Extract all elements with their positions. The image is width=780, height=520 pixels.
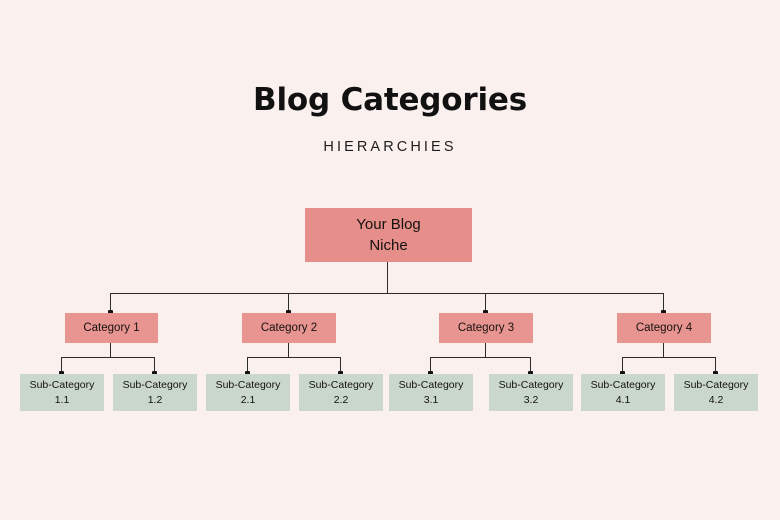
subcategory-node-2-1[interactable]: Sub-Category 2.1 bbox=[206, 374, 290, 411]
subcategory-stem-connector-2 bbox=[288, 343, 290, 358]
subcategory-label-line2-1-2: 1.2 bbox=[147, 393, 163, 406]
subcategory-bus-connector-1 bbox=[62, 357, 155, 359]
category-node-label-4: Category 4 bbox=[635, 321, 693, 334]
category-node-4[interactable]: Category 4 bbox=[617, 313, 711, 343]
subcategory-bus-connector-2 bbox=[248, 357, 341, 359]
subcategory-label-line2-4-2: 4.2 bbox=[708, 393, 724, 406]
subcategory-drop-connector-1-2 bbox=[154, 357, 156, 374]
category-drop-connector-2 bbox=[288, 293, 290, 313]
subcategory-node-1-1[interactable]: Sub-Category 1.1 bbox=[20, 374, 104, 411]
subcategory-label-line1-3-2: Sub-Category bbox=[498, 378, 564, 391]
root-node-label-line1: Your Blog bbox=[356, 215, 421, 233]
subcategory-connector-dot-4-2 bbox=[713, 371, 718, 376]
subcategory-connector-dot-3-1 bbox=[428, 371, 433, 376]
subcategory-drop-connector-4-1 bbox=[622, 357, 624, 374]
subcategory-node-4-1[interactable]: Sub-Category 4.1 bbox=[581, 374, 665, 411]
subcategory-node-3-1[interactable]: Sub-Category 3.1 bbox=[389, 374, 473, 411]
subcategory-bus-connector-4 bbox=[623, 357, 716, 359]
subcategory-drop-connector-2-1 bbox=[247, 357, 249, 374]
category-node-label-1: Category 1 bbox=[83, 321, 140, 334]
subcategory-node-1-2[interactable]: Sub-Category 1.2 bbox=[113, 374, 197, 411]
category-connector-dot-3 bbox=[483, 310, 488, 315]
category-connector-dot-4 bbox=[661, 310, 666, 315]
subcategory-label-line1-1-2: Sub-Category bbox=[122, 378, 188, 391]
subcategory-drop-connector-2-2 bbox=[340, 357, 342, 374]
subcategory-label-line2-3-1: 3.1 bbox=[423, 393, 439, 406]
category-node-2[interactable]: Category 2 bbox=[242, 313, 336, 343]
category-node-3[interactable]: Category 3 bbox=[439, 313, 533, 343]
subcategory-connector-dot-2-2 bbox=[338, 371, 343, 376]
subcategory-connector-dot-3-2 bbox=[528, 371, 533, 376]
subcategory-connector-dot-4-1 bbox=[620, 371, 625, 376]
subcategory-label-line2-1-1: 1.1 bbox=[54, 393, 70, 406]
subcategory-drop-connector-3-2 bbox=[530, 357, 532, 374]
category-connector-dot-2 bbox=[286, 310, 291, 315]
subcategory-connector-dot-2-1 bbox=[245, 371, 250, 376]
root-stem-connector bbox=[387, 262, 389, 294]
subcategory-connector-dot-1-1 bbox=[59, 371, 64, 376]
subcategory-label-line1-2-1: Sub-Category bbox=[215, 378, 281, 391]
category-node-label-2: Category 2 bbox=[260, 321, 318, 334]
subcategory-stem-connector-4 bbox=[663, 343, 665, 358]
subcategory-label-line1-2-2: Sub-Category bbox=[308, 378, 374, 391]
subcategory-node-2-2[interactable]: Sub-Category 2.2 bbox=[299, 374, 383, 411]
subcategory-drop-connector-3-1 bbox=[430, 357, 432, 374]
subcategory-label-line2-4-1: 4.1 bbox=[615, 393, 631, 406]
subcategory-label-line2-2-2: 2.2 bbox=[333, 393, 349, 406]
subcategory-label-line2-3-2: 3.2 bbox=[523, 393, 539, 406]
category-node-label-3: Category 3 bbox=[457, 321, 515, 334]
category-node-1[interactable]: Category 1 bbox=[65, 313, 158, 343]
subcategory-connector-dot-1-2 bbox=[152, 371, 157, 376]
subcategory-label-line1-4-2: Sub-Category bbox=[683, 378, 749, 391]
subcategory-stem-connector-1 bbox=[110, 343, 112, 358]
subcategory-label-line1-1-1: Sub-Category bbox=[29, 378, 95, 391]
subcategory-bus-connector-3 bbox=[431, 357, 531, 359]
root-node-label-line2: Niche bbox=[369, 237, 408, 254]
subcategory-label-line2-2-1: 2.1 bbox=[240, 393, 256, 406]
subcategory-node-4-2[interactable]: Sub-Category 4.2 bbox=[674, 374, 758, 411]
category-bus-connector bbox=[111, 293, 664, 295]
subcategory-label-line1-3-1: Sub-Category bbox=[398, 378, 464, 391]
subcategory-stem-connector-3 bbox=[485, 343, 487, 358]
category-drop-connector-4 bbox=[663, 293, 665, 313]
page-subtitle: HIERARCHIES bbox=[323, 139, 457, 155]
subcategory-label-line1-4-1: Sub-Category bbox=[590, 378, 656, 391]
subcategory-drop-connector-4-2 bbox=[715, 357, 717, 374]
root-node[interactable]: Your Blog Niche bbox=[305, 208, 472, 262]
subcategory-node-3-2[interactable]: Sub-Category 3.2 bbox=[489, 374, 573, 411]
category-connector-dot-1 bbox=[108, 310, 113, 315]
category-drop-connector-3 bbox=[485, 293, 487, 313]
page-title: Blog Categories bbox=[253, 82, 527, 118]
category-drop-connector-1 bbox=[110, 293, 112, 313]
subcategory-drop-connector-1-1 bbox=[61, 357, 63, 374]
